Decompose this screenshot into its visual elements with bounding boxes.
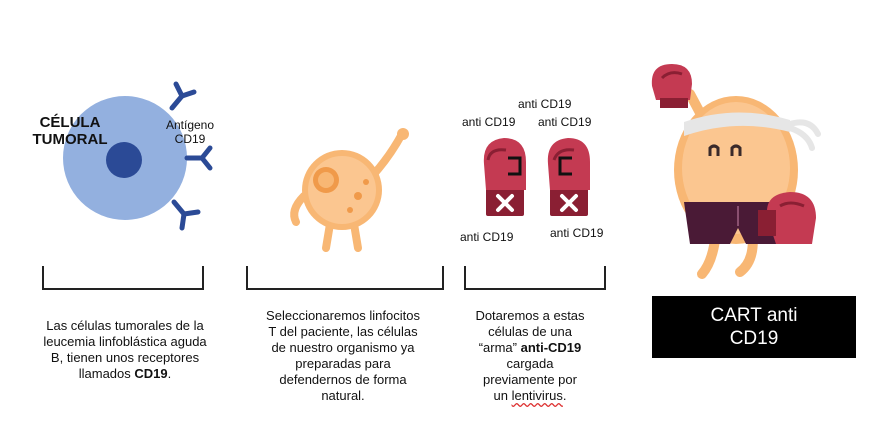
cart-side-glove-icon [758, 192, 816, 244]
panel3-caption: Dotaremos a estas células de una “arma” … [440, 308, 620, 404]
caption-bold: anti-CD19 [520, 340, 582, 355]
anti-cd19-label-right-top: anti CD19 [538, 115, 592, 129]
panel3-caption-line: previamente por [483, 372, 577, 387]
cd19-receptor-bottom [171, 199, 201, 231]
tumor-cell-illustration [63, 81, 213, 231]
boxing-glove-right-icon [547, 138, 590, 216]
lymphocyte-leg [322, 220, 334, 252]
panel2-caption: Seleccionaremos linfocitos T del pacient… [238, 308, 448, 404]
cart-eye [730, 144, 742, 156]
caption-bold: CD19 [134, 366, 168, 381]
antigen-label-line1: Antígeno [165, 118, 215, 132]
cart-box-line2: CD19 [729, 328, 779, 349]
caption-text: “arma” [478, 340, 521, 355]
boxing-glove-left-icon [483, 138, 526, 216]
caption-spellcheck-word: lentivirus [511, 388, 563, 403]
panel1-caption-line: llamados CD19. [20, 366, 230, 382]
panel2-caption-line: T del paciente, las células [268, 324, 418, 339]
panel3-caption-line: “arma” anti-CD19 [440, 340, 620, 356]
caption-text: . [167, 366, 172, 381]
cart-box-line1: CART anti [710, 305, 798, 326]
anti-cd19-label-left-bottom: anti CD19 [460, 230, 514, 244]
tumor-cell-label-line1: CÉLULA [39, 114, 101, 131]
tumor-cell-nucleus [106, 142, 142, 178]
cart-headband [684, 112, 790, 136]
cart-box-text: CART anti CD19 [711, 304, 798, 350]
cart-anti-cd19-box: CART anti CD19 [652, 296, 856, 358]
cart-eye [708, 144, 720, 156]
caption-text: un [493, 388, 512, 403]
anti-cd19-label-top: anti CD19 [518, 97, 572, 111]
anti-cd19-label-right-bottom: anti CD19 [550, 226, 604, 240]
anti-cd19-label-left-top: anti CD19 [462, 115, 516, 129]
antigen-label-line2: CD19 [174, 132, 206, 146]
cart-raised-glove-icon [651, 64, 692, 108]
cd19-receptor-right [184, 145, 213, 171]
tumor-cell-label-line2: TUMORAL [32, 131, 108, 148]
panel3-caption-line: Dotaremos a estas [475, 308, 585, 323]
cart-fighter-illustration [651, 64, 821, 279]
caption-text: llamados [78, 366, 135, 381]
panel1-caption-line: Las células tumorales de la [46, 318, 204, 333]
panel3-caption-line: células de una [488, 324, 572, 339]
panel2-bracket [246, 266, 444, 290]
lymphocyte-raised-arm [370, 130, 406, 178]
panel3-caption-line: cargada [506, 356, 554, 371]
panel3-caption-line: un lentivirus. [440, 388, 620, 404]
panel2-caption-line: defendernos de forma [279, 372, 407, 387]
panel1-caption-line: leucemia linfoblástica aguda [43, 334, 207, 349]
caption-text: . [562, 388, 567, 403]
panel2-caption-line: natural. [321, 388, 365, 403]
panel1-caption-line: B, tienen unos receptores [50, 350, 200, 365]
panel2-caption-line: preparadas para [295, 356, 391, 371]
cd19-receptor-top [169, 81, 197, 111]
panel1-caption: Las células tumorales de la leucemia lin… [20, 318, 230, 382]
lymphocyte-leg [350, 220, 362, 252]
tumor-cell-label: CÉLULA TUMORAL [22, 114, 118, 148]
antigen-label: Antígeno CD19 [160, 118, 220, 146]
lymphocyte-left-arm [290, 192, 308, 226]
panel1-bracket [42, 266, 204, 290]
lymphocyte-illustration [290, 128, 409, 252]
panel3-bracket [464, 266, 606, 290]
panel2-caption-line: Seleccionaremos linfocitos [266, 308, 420, 323]
boxing-gloves-illustration [483, 138, 590, 216]
panel2-caption-line: de nuestro organismo ya [271, 340, 415, 355]
